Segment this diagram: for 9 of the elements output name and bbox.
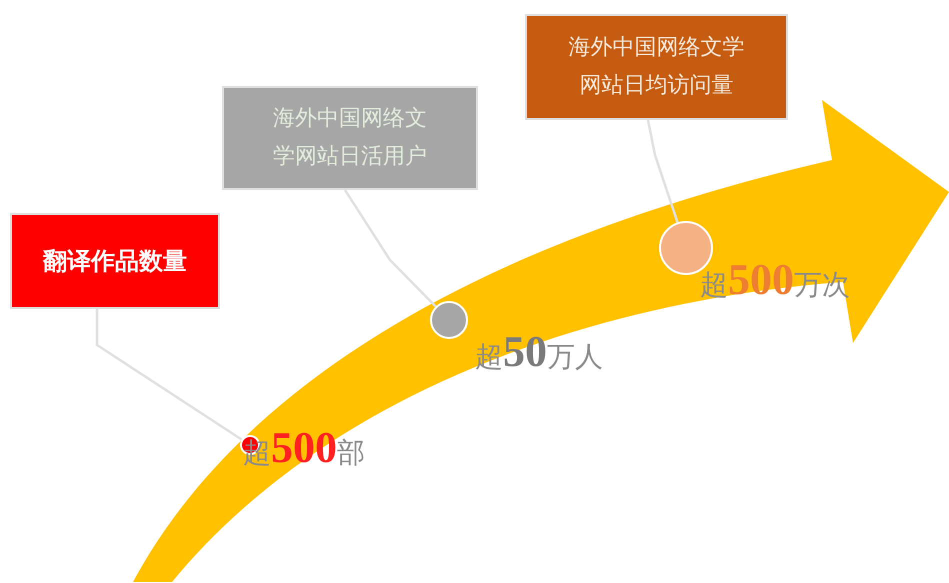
label-box <box>525 14 788 120</box>
leader-line <box>96 309 242 441</box>
leader-line <box>646 120 679 223</box>
box-title: 翻译作品数量 <box>43 246 187 277</box>
box-title: 海外中国网络文学网站日活用户 <box>272 104 428 171</box>
label-box <box>10 213 220 309</box>
label-box <box>222 86 478 190</box>
box-title: 海外中国网络文学网站日均访问量 <box>568 34 746 100</box>
leader-line <box>344 189 437 308</box>
